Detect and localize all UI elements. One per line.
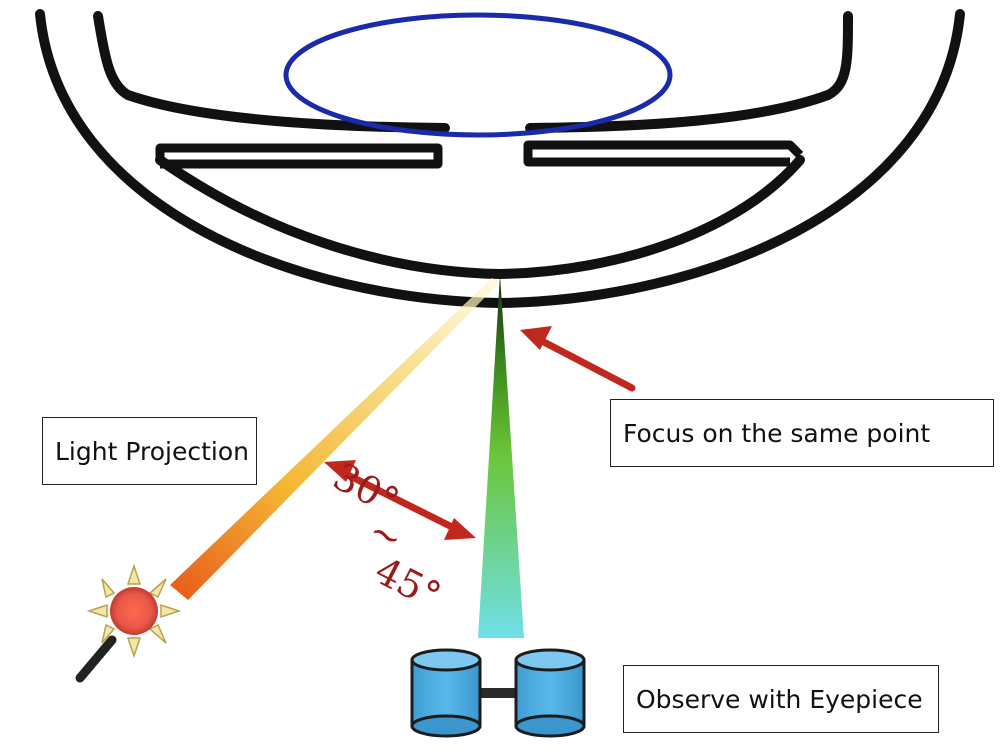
- binocular-eyepiece-icon: [410, 648, 586, 738]
- light-beam: [170, 278, 500, 600]
- iris-right-lower: [523, 140, 804, 167]
- iris-right-upper: [525, 11, 853, 133]
- cornea-outer-curve: [35, 9, 965, 309]
- focus-arrow: [520, 326, 636, 392]
- light-projection-label: Light Projection: [42, 417, 257, 485]
- observation-beam: [478, 275, 524, 638]
- observe-eyepiece-label: Observe with Eyepiece: [623, 665, 939, 733]
- angle-to-text: 45°: [368, 548, 448, 618]
- lens-ring: [283, 12, 673, 138]
- sun-lamp-icon: [86, 563, 182, 659]
- lamp-handle: [75, 635, 117, 683]
- cornea-inner-curve: [155, 155, 805, 280]
- iris-left-upper: [93, 11, 450, 133]
- angle-arrow: [324, 460, 476, 540]
- iris-left-lower: [155, 143, 443, 169]
- focus-point-label: Focus on the same point: [610, 399, 994, 467]
